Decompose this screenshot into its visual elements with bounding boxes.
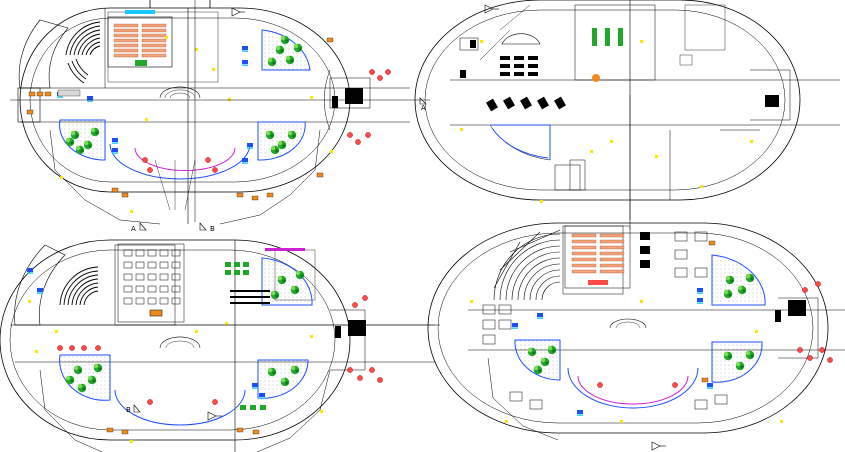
section-label: A [131, 225, 136, 233]
north-arrow-icon [231, 7, 245, 17]
furniture-clusters [460, 28, 779, 191]
floor-plan-2 [414, 0, 840, 220]
classroom-desk-grid [117, 243, 185, 323]
section-markers: A B A B [126, 97, 427, 414]
annotation-marks [28, 36, 783, 443]
north-arrow-icon [651, 441, 666, 451]
section-label: A [421, 104, 426, 112]
section-marker-icon: B [199, 222, 215, 233]
floor-plan-4 [427, 222, 845, 441]
furniture-clusters [27, 248, 383, 435]
courtyard-gardens [59, 29, 311, 161]
north-arrow-icon [207, 411, 222, 421]
amphitheater-rings [493, 229, 561, 301]
auditorium-seating [59, 266, 99, 306]
section-label: B [126, 406, 131, 414]
section-label: B [210, 225, 215, 233]
courtyard-gardens [514, 254, 766, 383]
auditorium-seating [65, 21, 101, 84]
furniture-clusters [482, 231, 833, 416]
courtyard-gardens [59, 257, 313, 401]
section-cut-lines [10, 0, 631, 326]
floor-plan-3 [0, 239, 435, 452]
north-arrow-group [207, 4, 666, 451]
section-marker-icon: B [126, 404, 141, 414]
section-marker-icon: A [419, 97, 427, 112]
section-marker-icon: A [131, 222, 147, 233]
lecture-hall-seating [564, 225, 650, 289]
lecture-hall-seating [107, 10, 173, 68]
north-arrow-icon [484, 4, 499, 14]
